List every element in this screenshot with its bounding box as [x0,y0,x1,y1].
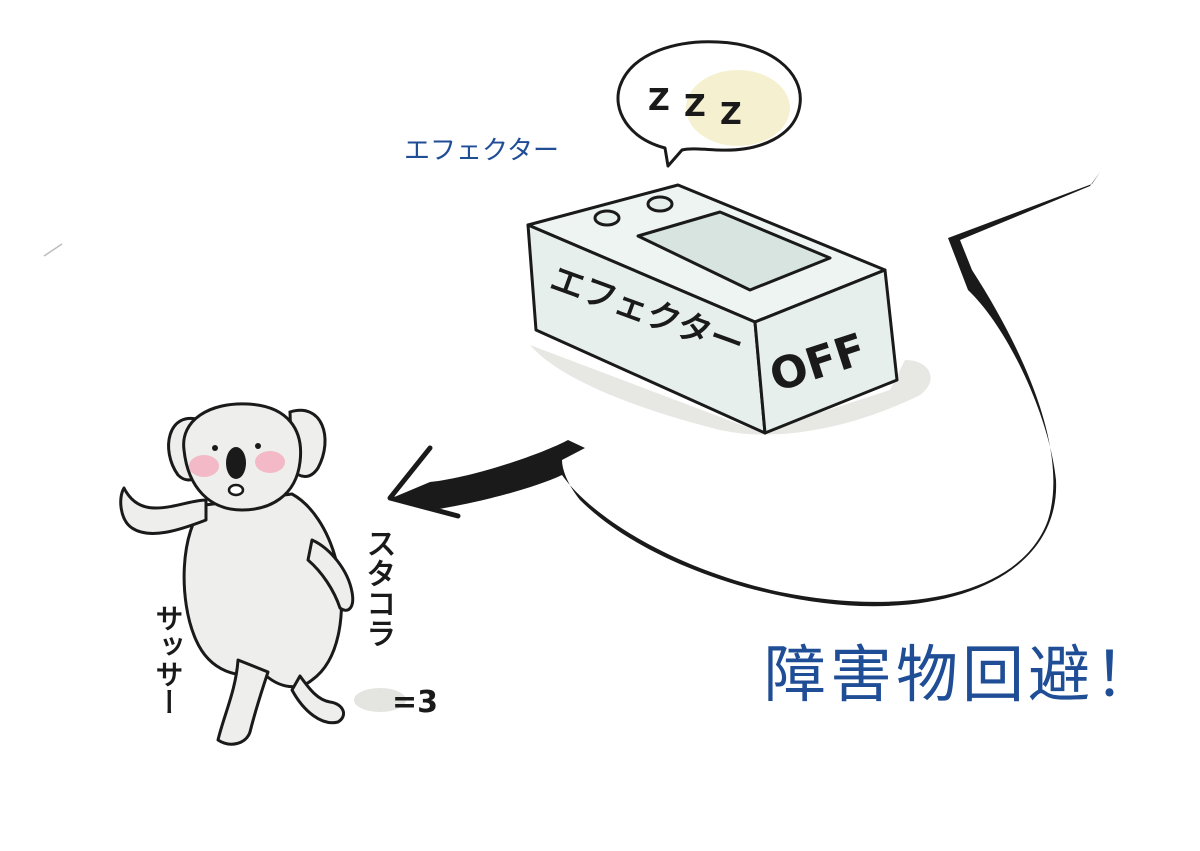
pedal-end-face [753,268,899,435]
koala-character [119,402,406,746]
headline-obstacle-avoidance: 障害物回避！ [764,638,1161,711]
pedal-display [636,210,832,292]
zzz-1: Z [648,83,670,118]
koala-cheek-right [255,451,285,473]
dust-shadow [354,688,406,712]
pedal-shadow [530,345,931,435]
sound-effects: スタコラ サッサー =3 [152,528,439,720]
koala-body [182,492,343,689]
effector-caption: エフェクター [404,136,559,166]
koala-nose [226,447,246,479]
speech-bubble-outline [616,40,802,168]
bubble-glow [686,70,790,146]
sfx-dash: =3 [392,685,438,720]
koala-leg-right [290,674,346,725]
knob-left [593,209,621,227]
knob-right [646,195,674,213]
koala-cheek-left [189,455,219,477]
koala-eye-right [255,443,261,449]
koala-eye-left [212,445,218,451]
arrow-head [387,445,461,519]
sfx-sutakora: スタコラ [361,528,396,648]
koala-arm-swing [306,538,355,612]
stray-mark [43,243,63,257]
effector-pedal: エフェクター OFF [526,183,931,435]
koala-leg-left [216,658,270,746]
koala-arm-raised [119,486,208,535]
detour-arrow [387,172,1100,607]
zzz-3: Z [720,97,742,132]
sfx-sassa: サッサー [152,604,185,716]
sleep-bubble: Z Z Z [616,40,802,168]
zzz-2: Z [684,89,706,124]
koala-mouth [227,483,245,497]
